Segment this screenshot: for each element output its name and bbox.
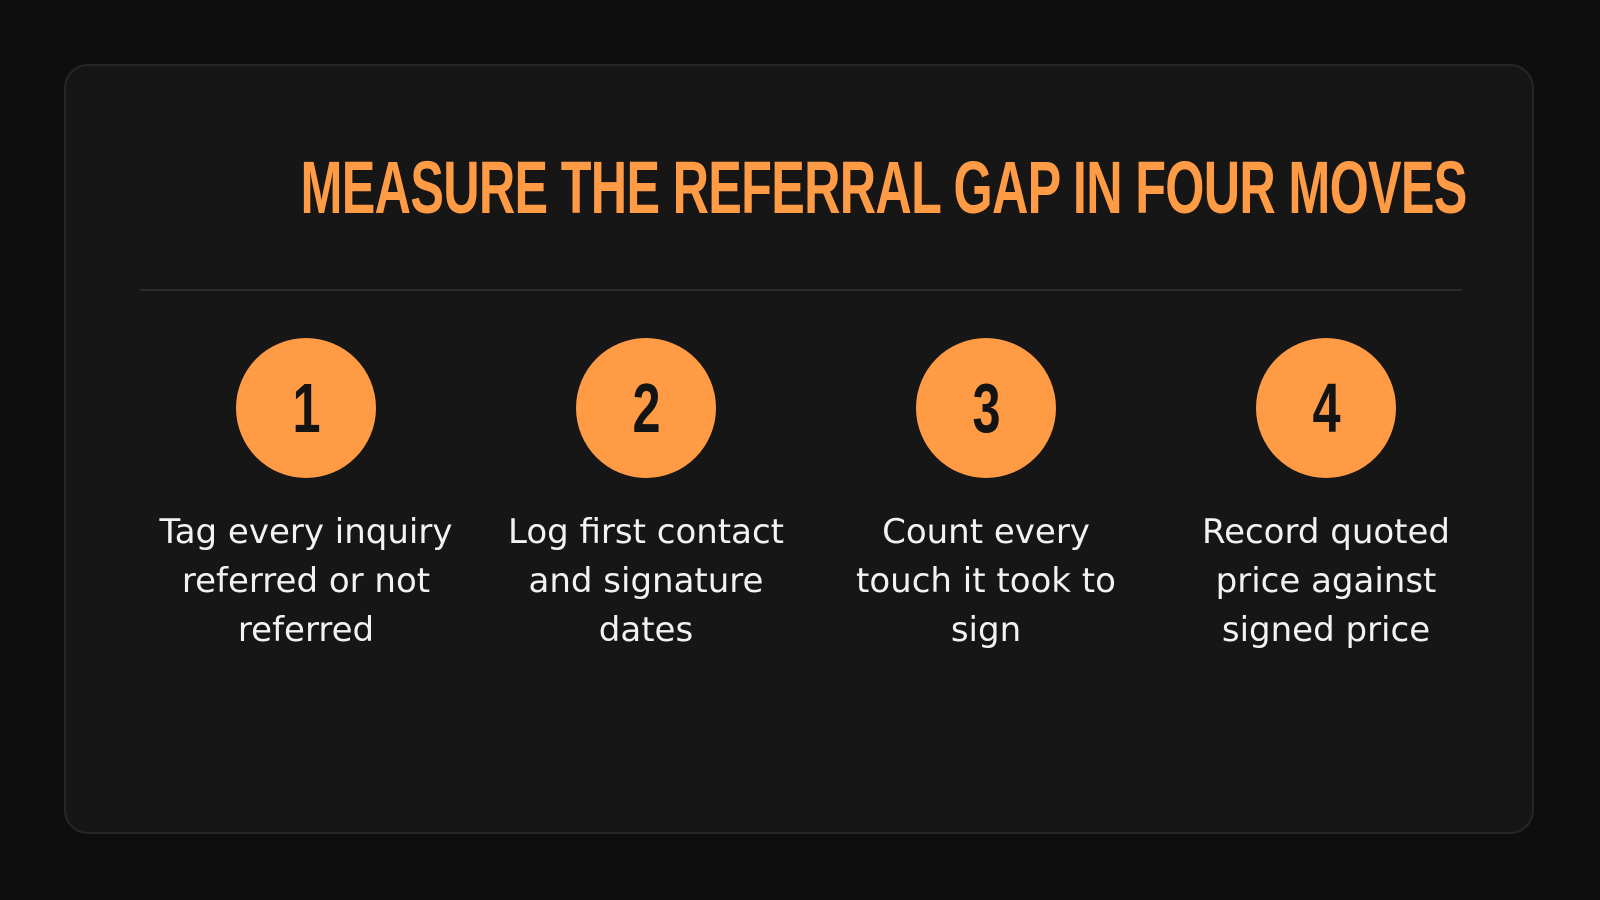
step-number-badge: 1: [236, 338, 376, 478]
step-2: 2 Log first contact and signature dates: [496, 338, 796, 655]
step-4: 4 Record quoted price against signed pri…: [1176, 338, 1476, 655]
steps-row: 1 Tag every inquiry referred or not refe…: [66, 338, 1532, 738]
step-number: 4: [1311, 369, 1341, 447]
step-number-badge: 4: [1256, 338, 1396, 478]
step-number: 1: [291, 369, 321, 447]
step-3: 3 Count every touch it took to sign: [836, 338, 1136, 655]
step-text: Record quoted price against signed price: [1201, 512, 1451, 650]
step-1: 1 Tag every inquiry referred or not refe…: [156, 338, 456, 655]
step-number-badge: 3: [916, 338, 1056, 478]
step-number: 3: [971, 369, 1001, 447]
step-text: Count every touch it took to sign: [856, 512, 1116, 650]
divider: [140, 289, 1462, 291]
step-text: Log first contact and signature dates: [507, 512, 785, 650]
step-number: 2: [631, 369, 661, 447]
step-text: Tag every inquiry referred or not referr…: [159, 512, 453, 650]
step-number-badge: 2: [576, 338, 716, 478]
slide-card: Measure the referral gap in four moves 1…: [64, 64, 1534, 834]
slide-title: Measure the referral gap in four moves: [300, 146, 1468, 229]
